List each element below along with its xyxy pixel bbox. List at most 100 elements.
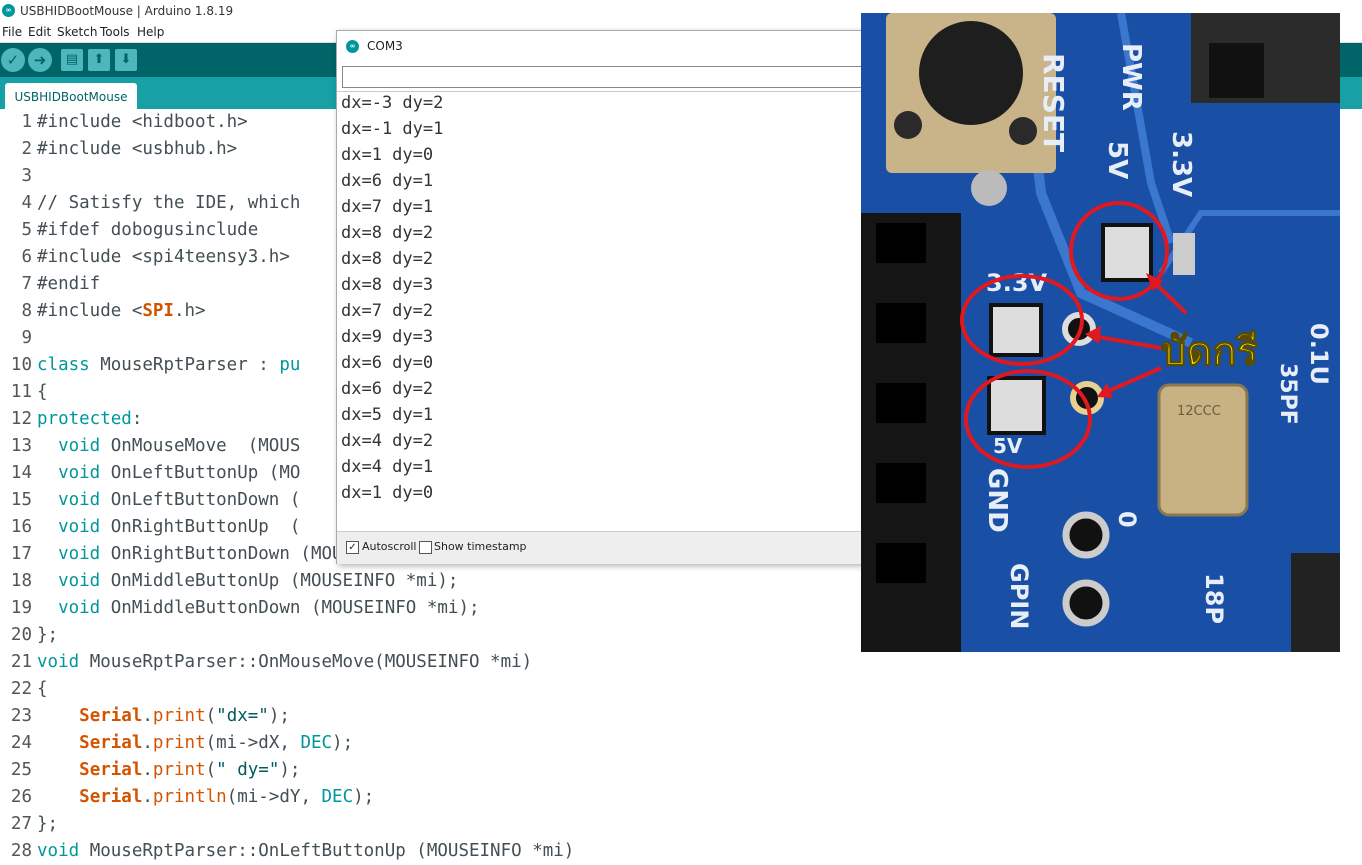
- line-number: 22: [10, 679, 32, 699]
- line-number: 18: [10, 571, 32, 591]
- line-number: 26: [10, 787, 32, 807]
- code-token: MouseRptParser :: [89, 355, 280, 375]
- code-line: 27};: [0, 811, 58, 838]
- line-number: 16: [10, 517, 32, 537]
- line-number: 28: [10, 841, 32, 861]
- line-number: 12: [10, 409, 32, 429]
- arrow-down-icon: ⬇: [120, 52, 132, 67]
- code-line: 18 void OnMiddleButtonUp (MOUSEINFO *mi)…: [0, 568, 459, 595]
- code-line: 23 Serial.print("dx=");: [0, 703, 290, 730]
- code-line: 14 void OnLeftButtonUp (MO: [0, 460, 301, 487]
- code-token: Serial: [79, 706, 143, 726]
- code-token: void: [58, 598, 101, 618]
- line-number: 3: [21, 166, 32, 186]
- code-token: (: [205, 706, 217, 726]
- code-line: 6#include <spi4teensy3.h>: [0, 244, 289, 271]
- code-line: 20};: [0, 622, 58, 649]
- line-number: 21: [10, 652, 32, 672]
- show-timestamp-label: Show timestamp: [434, 540, 527, 553]
- silk-reset: RESET: [1037, 53, 1070, 152]
- menu-file[interactable]: File: [2, 25, 23, 39]
- serial-output-line: dx=-1 dy=1: [341, 119, 444, 139]
- serial-output-line: dx=7 dy=1: [341, 197, 434, 217]
- arrow-up-icon: ⬆: [93, 52, 105, 67]
- code-token: [37, 544, 58, 564]
- code-token: void: [58, 436, 101, 456]
- new-button[interactable]: ▤: [61, 49, 83, 71]
- code-line: 4// Satisfy the IDE, which: [0, 190, 300, 217]
- code-token: MouseRptParser::OnMouseMove(MOUSEINFO *m…: [79, 652, 533, 672]
- code-line: 11{: [0, 379, 48, 406]
- line-number: 15: [10, 490, 32, 510]
- code-line: 2#include <usbhub.h>: [0, 136, 237, 163]
- code-line: 25 Serial.print(" dy=");: [0, 757, 301, 784]
- code-token: void: [58, 544, 101, 564]
- menu-tools[interactable]: Tools: [100, 25, 130, 39]
- annotation-arrow: [1151, 279, 1188, 315]
- line-number: 8: [21, 301, 32, 321]
- serial-output-line: dx=1 dy=0: [341, 145, 434, 165]
- upload-button[interactable]: ➜: [28, 48, 52, 72]
- serial-output-line: dx=6 dy=1: [341, 171, 434, 191]
- menu-sketch[interactable]: Sketch: [57, 25, 98, 39]
- pcb-trace: [1117, 13, 1175, 245]
- serial-send-input[interactable]: [342, 66, 864, 88]
- code-token: void: [58, 490, 101, 510]
- code-token: MouseRptParser::OnLeftButtonUp (MOUSEINF…: [79, 841, 575, 861]
- code-token: class: [37, 355, 90, 375]
- open-button[interactable]: ⬆: [88, 49, 110, 71]
- serial-output-line: dx=-3 dy=2: [341, 93, 444, 113]
- code-token: .: [142, 706, 153, 726]
- code-token: [37, 733, 79, 753]
- code-token: (mi->dY,: [226, 787, 322, 807]
- serial-monitor-title-bar: ∞ COM3: [337, 31, 862, 61]
- code-line: 22{: [0, 676, 48, 703]
- tab-sketch[interactable]: USBHIDBootMouse: [5, 83, 137, 109]
- code-token: #include <hidboot.h>: [37, 112, 248, 132]
- code-line: 16 void OnRightButtonUp (: [0, 514, 301, 541]
- silk-gpin: GPIN: [1005, 563, 1033, 629]
- silk-pwr: PWR: [1116, 43, 1146, 111]
- serial-output-line: dx=7 dy=2: [341, 301, 434, 321]
- save-button[interactable]: ⬇: [115, 49, 137, 71]
- annotation-arrow: [1103, 366, 1162, 395]
- code-token: (: [205, 760, 217, 780]
- serial-output-line: dx=6 dy=2: [341, 379, 434, 399]
- code-token: #ifdef dobogusinclude: [37, 220, 259, 240]
- document-icon: ▤: [65, 52, 79, 67]
- crystal-label: 12CCC: [1177, 404, 1221, 419]
- code-token: [37, 706, 79, 726]
- autoscroll-checkbox[interactable]: ✓: [346, 541, 359, 554]
- line-number: 2: [21, 139, 32, 159]
- code-token: print: [152, 760, 206, 780]
- serial-output-line: dx=5 dy=1: [341, 405, 434, 425]
- line-number: 6: [21, 247, 32, 267]
- serial-monitor-title: COM3: [367, 39, 403, 53]
- code-token: );: [279, 760, 301, 780]
- verify-button[interactable]: ✓: [1, 48, 25, 72]
- autoscroll-label: Autoscroll: [362, 540, 417, 553]
- menu-edit[interactable]: Edit: [28, 25, 52, 39]
- serial-output[interactable]: dx=-3 dy=2 dx=-1 dy=1 dx=1 dy=0 dx=6 dy=1 dx…: [337, 91, 862, 532]
- line-number: 9: [21, 328, 32, 348]
- show-timestamp-checkbox[interactable]: [419, 541, 432, 554]
- menu-help[interactable]: Help: [137, 25, 165, 39]
- code-token: [37, 517, 58, 537]
- code-token: (mi->dX,: [205, 733, 301, 753]
- silk-5v: 5V: [1102, 141, 1132, 179]
- code-token: print: [152, 706, 206, 726]
- line-number: 25: [10, 760, 32, 780]
- serial-output-line: dx=4 dy=1: [341, 457, 434, 477]
- serial-output-line: dx=8 dy=2: [341, 223, 434, 243]
- code-token: .h>: [173, 301, 206, 321]
- code-token: OnMouseMove (MOUS: [100, 436, 301, 456]
- code-token: .: [142, 760, 153, 780]
- code-token: [37, 787, 79, 807]
- code-token: );: [268, 706, 290, 726]
- code-token: [37, 490, 58, 510]
- code-token: OnRightButtonUp (: [100, 517, 301, 537]
- line-number: 17: [10, 544, 32, 564]
